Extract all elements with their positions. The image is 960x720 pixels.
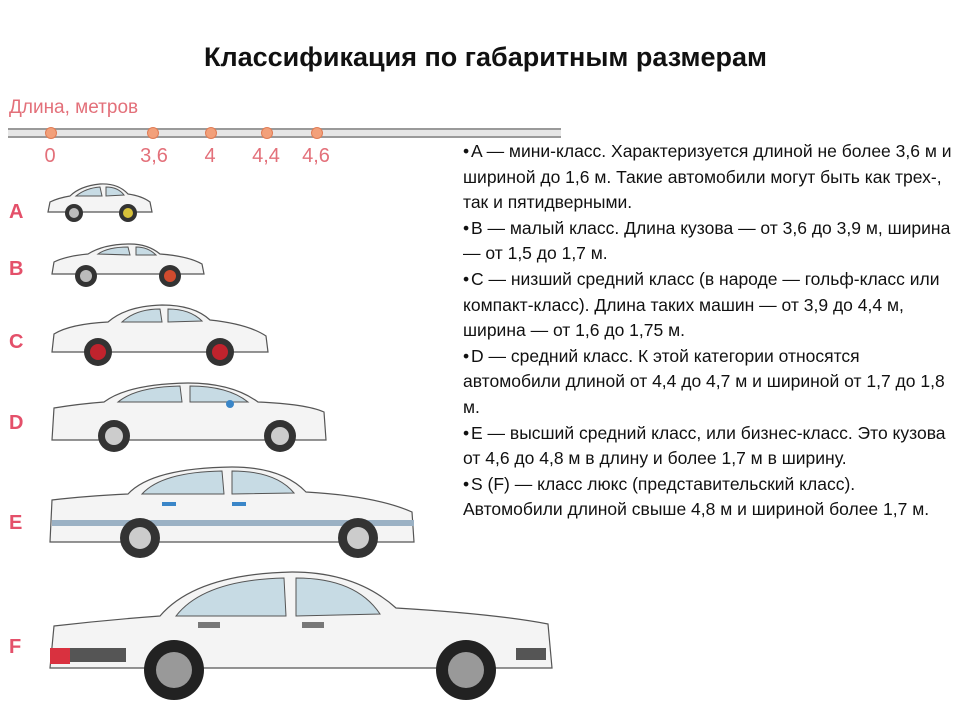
- list-item: •C — низший средний класс (в народе — го…: [463, 267, 958, 344]
- bullet-icon: •: [463, 473, 470, 494]
- class-letter-b: B: [9, 258, 24, 280]
- tick-dot-3: [261, 127, 273, 139]
- car-d-icon: [51, 382, 327, 452]
- bullet-icon: •: [463, 217, 470, 238]
- car-b-icon: [51, 243, 205, 287]
- tick-label-4: 4,6: [302, 145, 330, 167]
- class-descriptions: •A — мини-класс. Характеризуется длиной …: [463, 139, 958, 523]
- bullet-icon: •: [463, 141, 470, 161]
- class-e-description: E — высший средний класс, или бизнес-кла…: [463, 422, 946, 469]
- class-d-description: D — средний класс. К этой категории отно…: [463, 345, 945, 417]
- bullet-icon: •: [463, 268, 470, 289]
- tick-label-0: 0: [44, 145, 56, 167]
- list-item: •E — высший средний класс, или бизнес-кл…: [463, 421, 958, 472]
- class-letter-e: E: [9, 512, 23, 534]
- class-letter-d: D: [9, 412, 24, 434]
- list-item: •D — средний класс. К этой категории отн…: [463, 344, 958, 421]
- tick-label-2: 4: [204, 145, 216, 167]
- tick-dot-1: [147, 127, 159, 139]
- class-b-description: B — малый класс. Длина кузова — от 3,6 д…: [463, 217, 951, 264]
- car-f-icon: [49, 571, 553, 700]
- bullet-icon: •: [463, 345, 470, 366]
- class-a-description: A — мини-класс. Характеризуется длиной н…: [463, 141, 952, 213]
- tick-label-1: 3,6: [140, 145, 168, 167]
- bullet-icon: •: [463, 422, 470, 443]
- class-letter-c: C: [9, 331, 24, 353]
- class-f-description: S (F) — класс люкс (представительский кл…: [463, 473, 930, 520]
- tick-dot-2: [205, 127, 217, 139]
- class-c-description: C — низший средний класс (в народе — гол…: [463, 268, 940, 341]
- tick-dot-4: [311, 127, 323, 139]
- list-item: •S (F) — класс люкс (представительский к…: [463, 472, 958, 523]
- tick-label-3: 4,4: [252, 145, 280, 167]
- class-letter-a: A: [9, 201, 24, 223]
- car-c-icon: [51, 304, 269, 366]
- page-title: Классификация по габаритным размерам: [204, 42, 767, 72]
- tick-dot-0: [45, 127, 57, 139]
- length-ruler: [8, 128, 561, 138]
- car-a-icon: [47, 183, 153, 222]
- class-letter-f: F: [9, 636, 22, 658]
- list-item: •B — малый класс. Длина кузова — от 3,6 …: [463, 216, 958, 267]
- scale-label: Длина, метров: [9, 97, 139, 118]
- car-e-icon: [49, 466, 415, 558]
- list-item: •A — мини-класс. Характеризуется длиной …: [463, 139, 958, 216]
